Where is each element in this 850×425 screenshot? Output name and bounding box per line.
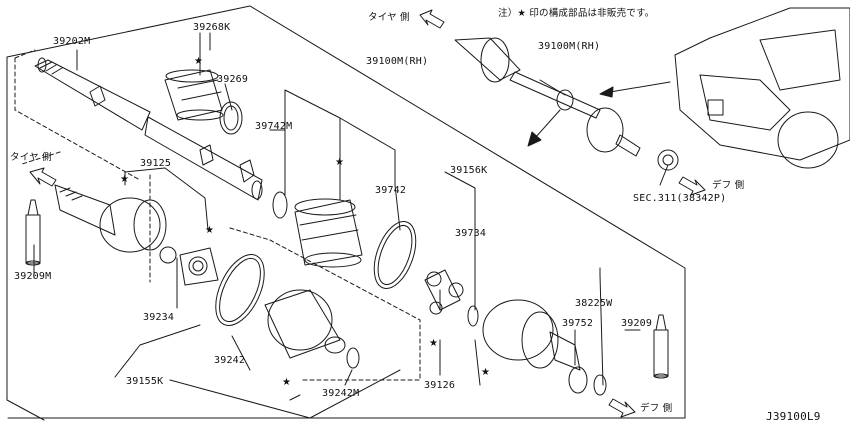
part-label-39752: 39752 <box>562 318 594 329</box>
part-label-38225w: 38225W <box>575 298 613 309</box>
assembly-frame <box>6 5 686 421</box>
part-label-39100m-upper: 39100M(RH) <box>538 41 601 52</box>
part-label-sec311: SEC.311(38342P) <box>633 193 727 204</box>
diagram-code: J39100L9 <box>766 410 821 423</box>
inner-shaft-39202m <box>34 57 263 201</box>
part-label-39268k: 39268K <box>193 22 231 33</box>
part-label-39202m: 39202M <box>53 36 91 47</box>
star-marker: ★ <box>282 377 291 388</box>
direction-tire-left: タイヤ 側 <box>10 152 52 163</box>
part-label-39242m: 39242M <box>322 388 360 399</box>
star-marker: ★ <box>205 225 214 236</box>
star-marker: ★ <box>481 367 490 378</box>
part-label-39209m: 39209M <box>14 271 52 282</box>
part-label-39209: 39209 <box>621 318 653 329</box>
cv-joint-39125 <box>54 184 219 286</box>
rod-39209m <box>25 199 41 266</box>
star-marker: ★ <box>120 174 129 185</box>
dashed-subframes <box>14 49 421 381</box>
part-label-39100m-main: 39100M(RH) <box>366 56 429 67</box>
leader-lines <box>33 32 669 419</box>
complete-driveshaft <box>454 37 679 171</box>
part-label-39742m: 39742M <box>255 121 293 132</box>
note-text: 注）★ 印の構成部品は非販売です。 <box>498 8 655 19</box>
tripod-39126 <box>424 269 479 327</box>
boot-39742 <box>272 191 417 289</box>
part-label-39242: 39242 <box>214 355 246 366</box>
joint-housing <box>482 299 607 396</box>
direction-diff-lower: デフ 側 <box>640 403 673 414</box>
star-marker: ★ <box>194 56 203 67</box>
part-label-39742: 39742 <box>375 185 407 196</box>
star-marker: ★ <box>429 338 438 349</box>
part-label-39269: 39269 <box>217 74 249 85</box>
rod-39209 <box>653 314 669 379</box>
part-label-39234: 39234 <box>143 312 175 323</box>
star-marker: ★ <box>335 157 344 168</box>
boot-39268k <box>164 69 243 135</box>
part-label-39156k: 39156K <box>450 165 488 176</box>
part-label-39155k: 39155K <box>126 376 164 387</box>
direction-tire-top: タイヤ 側 <box>368 12 410 23</box>
direction-diff-upper: デフ 側 <box>712 180 745 191</box>
pointer-arrows <box>527 81 671 147</box>
part-label-39125: 39125 <box>140 158 172 169</box>
direction-arrows <box>29 9 706 418</box>
car-outline <box>674 7 850 169</box>
boot-39242 <box>215 254 360 369</box>
part-label-39734: 39734 <box>455 228 487 239</box>
part-label-39126: 39126 <box>424 380 456 391</box>
